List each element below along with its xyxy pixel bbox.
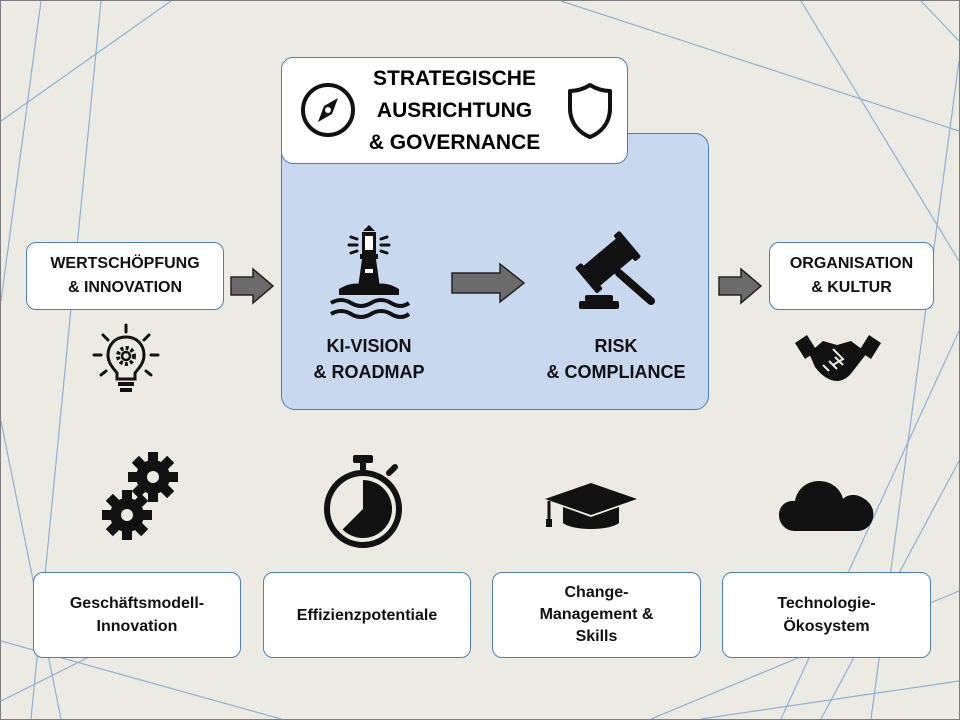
- arrow-right-icon: [718, 267, 763, 305]
- governance-title: STRATEGISCHE AUSRICHTUNG & GOVERNANCE: [352, 58, 557, 163]
- change-management-box: Change- Management & Skills: [492, 572, 701, 658]
- risk-label: RISK & COMPLIANCE: [521, 333, 711, 385]
- vision-line2: & ROADMAP: [313, 362, 425, 382]
- technology-line2: Ökosystem: [783, 618, 870, 635]
- graduation-cap-icon: [545, 483, 637, 529]
- governance-title-line3: & GOVERNANCE: [368, 130, 541, 154]
- compass-icon: [301, 83, 355, 137]
- business-model-line1: Geschäftsmodell-: [69, 595, 205, 612]
- gavel-icon: [575, 231, 655, 309]
- efficiency-line1: Effizienzpotentiale: [296, 606, 438, 624]
- arrow-right-icon: [230, 267, 275, 305]
- gears-icon: [102, 452, 178, 540]
- governance-title-line1: STRATEGISCHE: [373, 66, 536, 90]
- change-management-line1: Change-: [564, 584, 629, 601]
- stopwatch-icon: [324, 455, 402, 548]
- technology-box: Technologie- Ökosystem: [722, 572, 931, 658]
- efficiency-box: Effizienzpotentiale: [263, 572, 471, 658]
- arrow-right-icon: [451, 262, 526, 304]
- lighthouse-icon: [329, 225, 411, 319]
- organisation-box: ORGANISATION & KULTUR: [769, 242, 934, 310]
- lightbulb-gear-icon: [92, 323, 160, 392]
- value-creation-box: WERTSCHÖPFUNG & INNOVATION: [26, 242, 224, 310]
- business-model-line2: Innovation: [96, 618, 178, 635]
- shield-icon: [568, 83, 612, 139]
- governance-title-line2: AUSRICHTUNG: [376, 98, 533, 122]
- organisation-line2: & KULTUR: [811, 279, 892, 296]
- change-management-line3: Skills: [575, 628, 618, 645]
- central-panel: [281, 133, 709, 410]
- vision-line1: KI-VISION: [326, 336, 412, 356]
- vision-label: KI-VISION & ROADMAP: [299, 333, 439, 385]
- change-management-line2: Management &: [539, 606, 654, 623]
- handshake-icon: [795, 335, 881, 381]
- organisation-line1: ORGANISATION: [789, 255, 914, 272]
- governance-box: STRATEGISCHE AUSRICHTUNG & GOVERNANCE: [281, 57, 628, 164]
- cloud-icon: [779, 481, 874, 531]
- business-model-box: Geschäftsmodell- Innovation: [33, 572, 241, 658]
- technology-line1: Technologie-: [777, 595, 876, 612]
- value-creation-line1: WERTSCHÖPFUNG: [50, 255, 200, 272]
- value-creation-line2: & INNOVATION: [67, 279, 183, 296]
- risk-line2: & COMPLIANCE: [546, 362, 686, 382]
- risk-line1: RISK: [594, 336, 638, 356]
